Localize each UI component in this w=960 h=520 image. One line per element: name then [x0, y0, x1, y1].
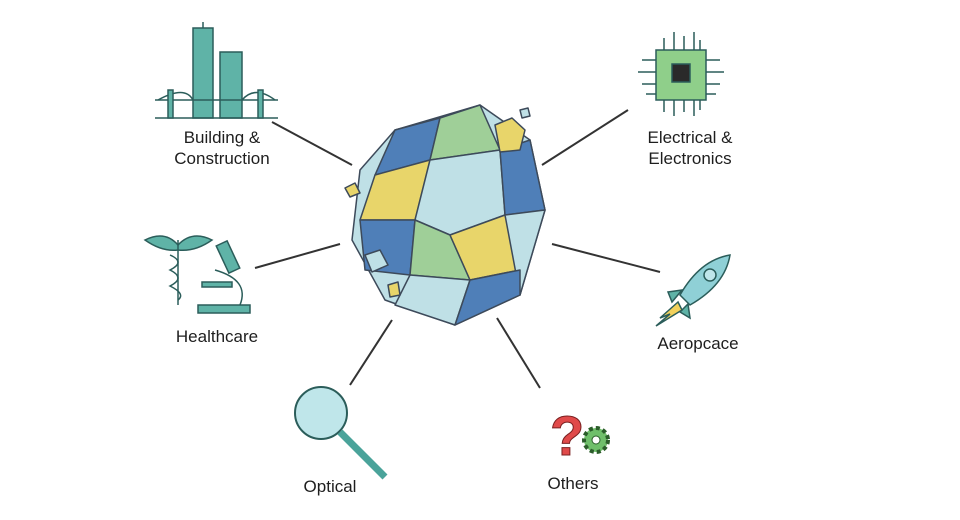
label-electrical-line2: Electronics	[648, 149, 732, 168]
connectors	[254, 109, 661, 389]
label-healthcare: Healthcare	[175, 327, 259, 346]
label-building-line1: Building &	[183, 128, 261, 147]
connector-others	[496, 317, 541, 389]
building-bridge-icon	[155, 22, 278, 119]
label-electrical: Electrical & Electronics	[647, 127, 732, 169]
label-building-line2: Construction	[174, 149, 270, 168]
question-gear-icon: ?	[550, 404, 610, 468]
rocket-icon	[655, 254, 731, 327]
label-optical: Optical	[303, 477, 357, 496]
label-others: Others	[547, 474, 599, 493]
svg-text:?: ?	[550, 404, 584, 467]
crystal-polyhedron-icon	[344, 104, 546, 326]
label-aerospace: Aeropcace	[657, 334, 739, 353]
connector-aerospace	[551, 243, 661, 273]
connector-electrical	[541, 109, 629, 166]
circuit-chip-icon	[638, 32, 724, 116]
connector-building	[271, 121, 353, 166]
magnifier-icon	[294, 386, 388, 480]
caduceus-microscope-icon	[143, 235, 251, 314]
label-electrical-line1: Electrical &	[647, 128, 733, 147]
label-building: Building & Construction	[174, 127, 269, 169]
connector-optical	[349, 319, 393, 386]
connector-healthcare	[254, 243, 341, 269]
